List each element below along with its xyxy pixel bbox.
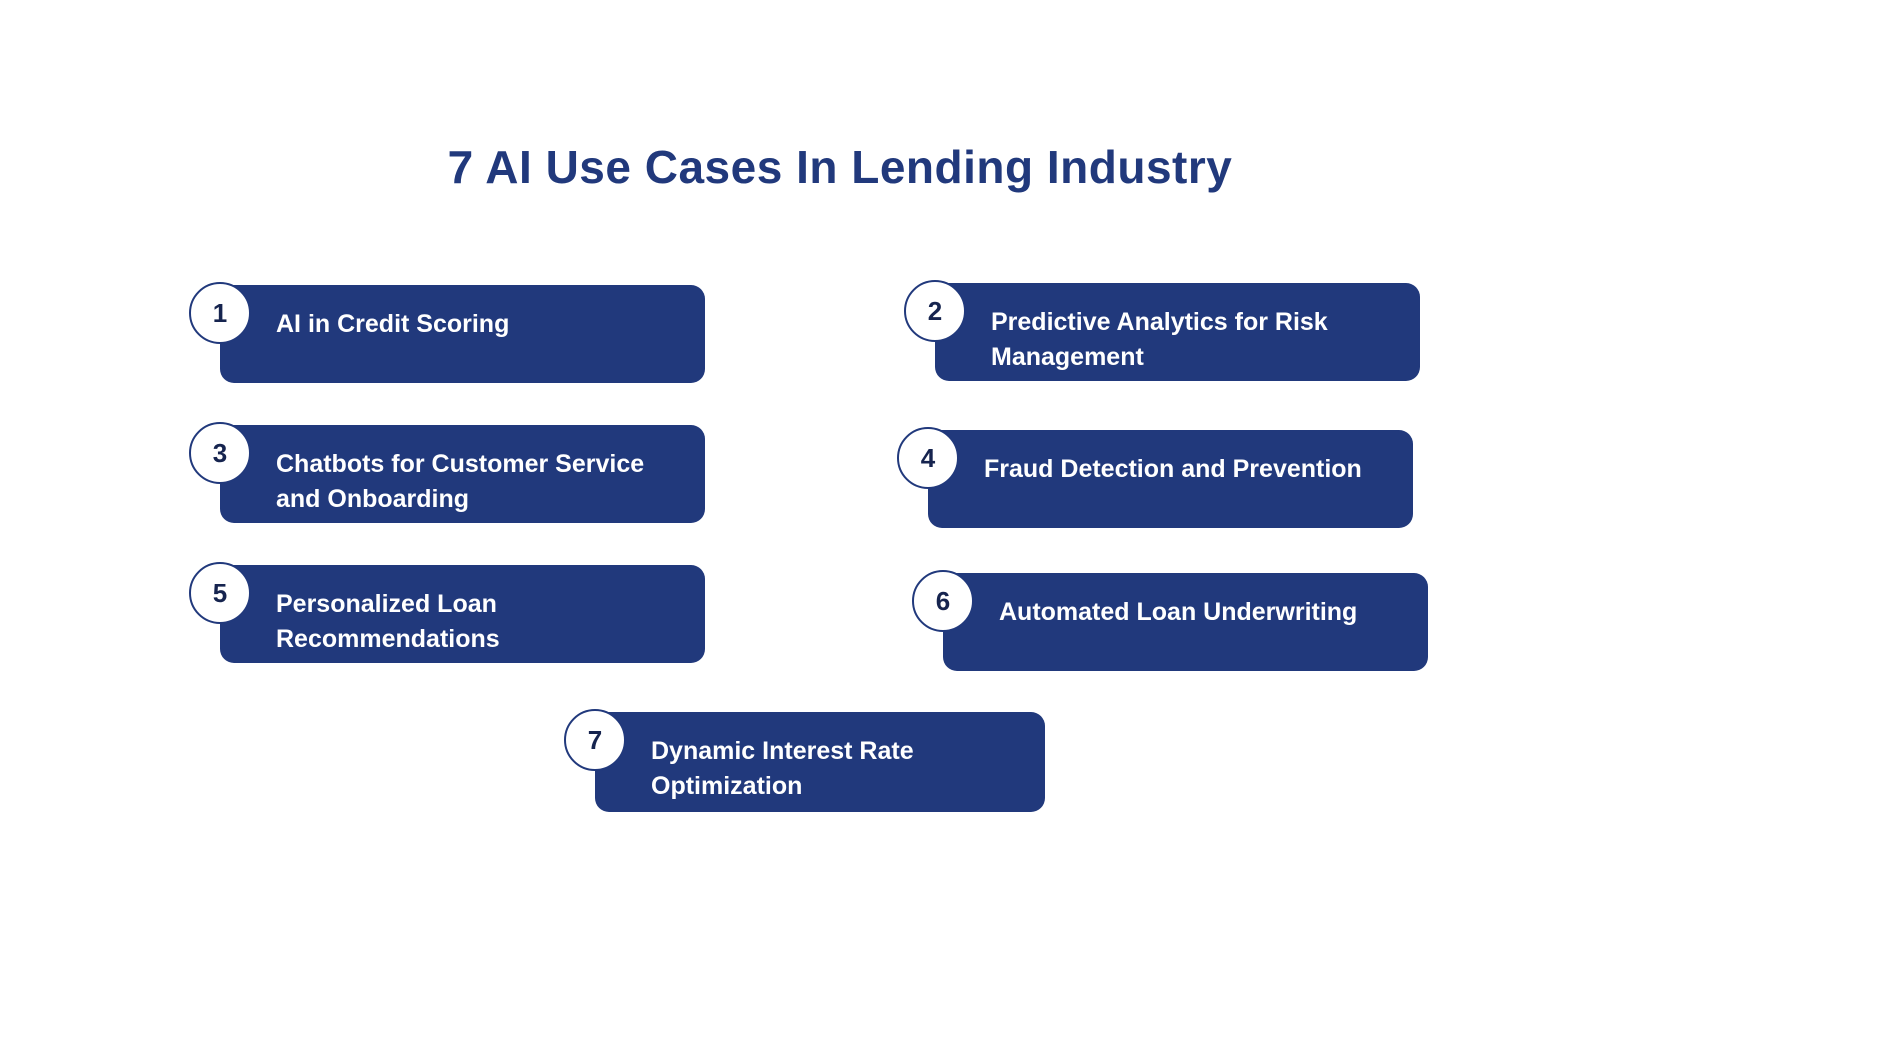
page-title: 7 AI Use Cases In Lending Industry — [447, 141, 1233, 193]
use-case-card-7: 7 Dynamic Interest Rate Optimization — [564, 709, 1045, 812]
use-case-label: AI in Credit Scoring — [276, 310, 510, 338]
badge-number: 6 — [935, 585, 951, 616]
number-badge-1: 1 — [189, 282, 251, 344]
use-case-label: Chatbots for Customer Service and Onboar… — [276, 450, 645, 513]
use-case-card-5: 5 Personalized Loan Recommendations — [189, 562, 705, 663]
number-badge-7: 7 — [564, 709, 626, 771]
use-case-label: Predictive Analytics for Risk Management — [991, 308, 1328, 371]
use-case-card-1: 1 AI in Credit Scoring — [189, 282, 705, 383]
use-case-label: Dynamic Interest Rate Optimization — [651, 737, 914, 800]
use-case-card-6: 6 Automated Loan Underwriting — [912, 570, 1428, 671]
badge-number: 7 — [587, 724, 603, 755]
badge-number: 1 — [212, 297, 228, 328]
use-case-card-4: 4 Fraud Detection and Prevention — [897, 427, 1413, 528]
use-case-label: Fraud Detection and Prevention — [984, 455, 1362, 483]
badge-number: 5 — [212, 577, 228, 608]
use-case-label: Automated Loan Underwriting — [999, 598, 1358, 626]
use-case-card-3: 3 Chatbots for Customer Service and Onbo… — [189, 422, 705, 523]
number-badge-4: 4 — [897, 427, 959, 489]
use-case-card-2: 2 Predictive Analytics for Risk Manageme… — [904, 280, 1420, 381]
use-case-label: Personalized Loan Recommendations — [276, 590, 500, 653]
number-badge-3: 3 — [189, 422, 251, 484]
badge-number: 2 — [927, 295, 943, 326]
number-badge-5: 5 — [189, 562, 251, 624]
badge-number: 4 — [920, 442, 936, 473]
badge-number: 3 — [212, 437, 228, 468]
number-badge-6: 6 — [912, 570, 974, 632]
number-badge-2: 2 — [904, 280, 966, 342]
